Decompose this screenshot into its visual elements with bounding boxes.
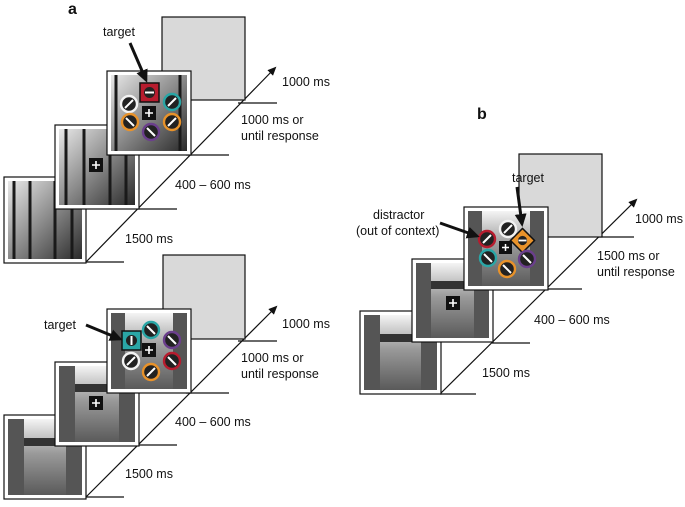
- target-label: target: [44, 318, 76, 332]
- timing-search-1: 1000 ms or: [241, 351, 304, 365]
- scene-frame: [3, 176, 87, 264]
- target-label: target: [512, 171, 544, 185]
- timing-fixation: 400 – 600 ms: [534, 313, 610, 327]
- timing-mask: 1000 ms: [635, 212, 683, 226]
- target-label: target: [103, 25, 135, 39]
- panel-b: b: [356, 106, 683, 395]
- timing-fixation: 400 – 600 ms: [175, 178, 251, 192]
- panel-letter-b: b: [477, 106, 487, 123]
- target-arrow: [514, 186, 527, 227]
- timing-search-2: until response: [241, 367, 319, 381]
- time-axis: [439, 198, 638, 395]
- search-display: [463, 206, 549, 291]
- timing-mask: 1000 ms: [282, 317, 330, 331]
- timing-search-1: 1000 ms or: [241, 113, 304, 127]
- timing-search-2: until response: [597, 265, 675, 279]
- timing-fixation: 400 – 600 ms: [175, 415, 251, 429]
- search-display: [106, 70, 192, 156]
- panel-letter-a: a: [68, 1, 77, 18]
- timing-scene: 1500 ms: [125, 232, 173, 246]
- target-arrow: [85, 323, 123, 341]
- search-display: [106, 308, 192, 394]
- timing-search-1: 1500 ms or: [597, 249, 660, 263]
- timing-search-2: until response: [241, 129, 319, 143]
- distractor-arrow: [439, 221, 480, 239]
- timing-mask: 1000 ms: [282, 75, 330, 89]
- panel-a-forest: a: [3, 1, 330, 264]
- timing-scene: 1500 ms: [482, 366, 530, 380]
- panel-a-street: target 1000 ms 1000 ms or until response…: [3, 254, 330, 500]
- timing-scene: 1500 ms: [125, 467, 173, 481]
- target-arrow: [128, 42, 148, 83]
- distractor-label-1: distractor: [373, 208, 424, 222]
- distractor-label-2: (out of context): [356, 224, 439, 238]
